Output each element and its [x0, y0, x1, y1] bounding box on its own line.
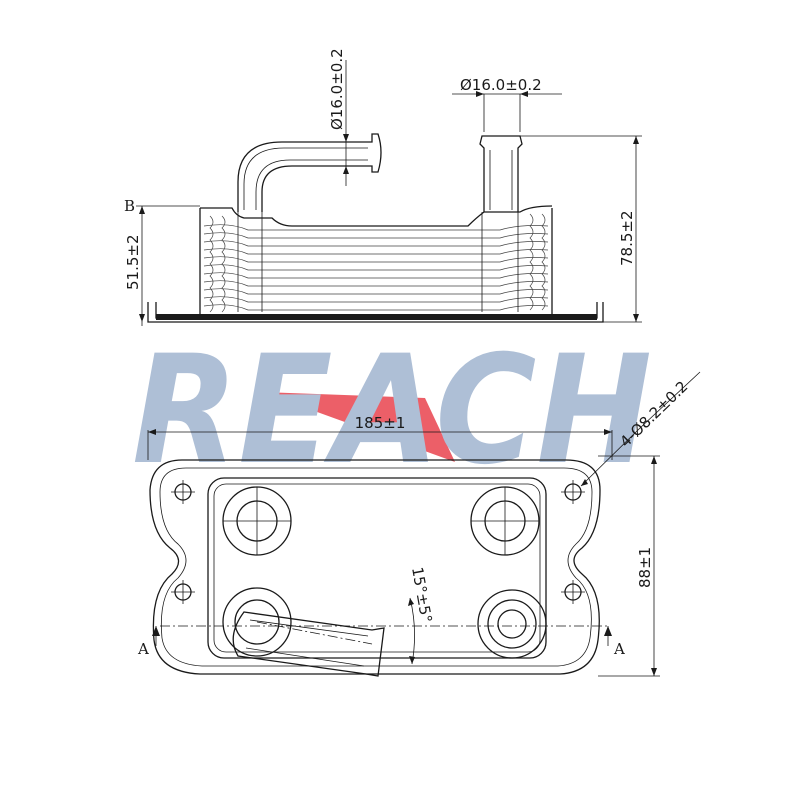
pipe-centerline	[256, 621, 373, 645]
base-flange	[147, 302, 604, 323]
bolt-holes	[171, 480, 585, 604]
stack-height-label: 51.5±2	[124, 234, 142, 290]
fin-plates	[203, 212, 549, 313]
width-label: 88±1	[636, 547, 654, 588]
outlet-diameter-dimension: Ø16.0±0.2	[452, 76, 562, 132]
inlet-diameter-label: Ø16.0±0.2	[328, 48, 346, 130]
bent-inlet-pipe	[237, 133, 382, 212]
angle-label: 15°±5°	[408, 566, 435, 624]
datum-b-label: B	[124, 197, 135, 215]
port-bottom-left	[222, 587, 292, 657]
straight-outlet-pipe-inner	[489, 150, 513, 210]
base-plate	[156, 314, 597, 320]
watermark-text: REACH	[132, 324, 652, 498]
watermark: REACH	[132, 324, 652, 498]
ports	[222, 486, 547, 659]
section-a-left-label: A	[137, 640, 149, 658]
side-view: Ø16.0±0.2 Ø16.0±0.2 78.5±2 51.5±2 B	[124, 48, 642, 326]
inlet-diameter-dimension: Ø16.0±0.2	[328, 48, 349, 186]
inner-plate	[207, 477, 547, 659]
outer-contour	[149, 459, 601, 675]
inner-plate-rim	[213, 483, 541, 653]
outlet-diameter-label: Ø16.0±0.2	[460, 76, 542, 94]
stack-outline	[199, 208, 553, 314]
pipe-top-view-inner	[245, 619, 369, 667]
total-height-dimension: 78.5±2	[520, 135, 642, 323]
total-height-label: 78.5±2	[618, 210, 636, 266]
straight-outlet-pipe	[479, 135, 523, 212]
section-line-a-a: A A	[137, 625, 625, 658]
pipe-top-view	[232, 611, 385, 677]
watermark-accent	[262, 392, 455, 462]
width-dimension: 88±1	[598, 455, 660, 677]
section-a-right-label: A	[613, 640, 625, 658]
stack-top	[200, 205, 553, 227]
port-bottom-right	[477, 589, 547, 659]
bent-inlet-pipe-inner	[243, 147, 368, 210]
length-label: 185±1	[355, 414, 406, 432]
angle-dimension: 15°±5°	[408, 566, 436, 665]
stack-height-dimension: 51.5±2 B	[124, 197, 200, 326]
outer-contour-inner	[159, 467, 593, 667]
